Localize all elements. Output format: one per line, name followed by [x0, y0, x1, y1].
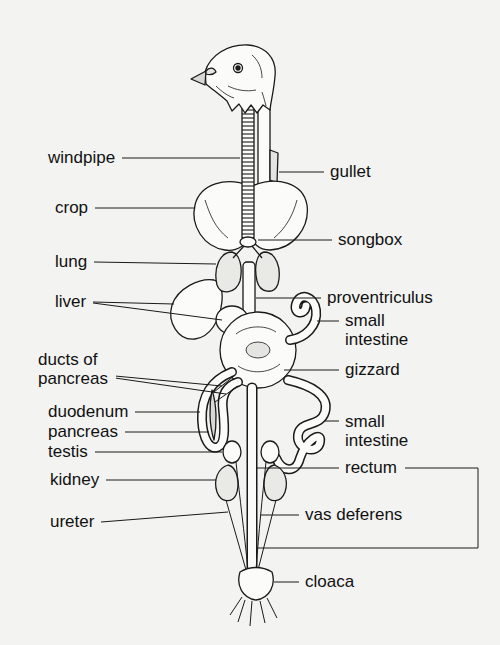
pigeon-head	[236, 66, 240, 70]
part-label: kidney	[50, 470, 99, 490]
crop-sac	[205, 200, 228, 238]
part-label: gizzard	[345, 360, 400, 380]
liver-lobes	[171, 280, 222, 339]
kidney-pair	[216, 465, 238, 501]
leader-lines	[284, 370, 339, 371]
crop-sac	[274, 200, 297, 238]
part-label: duodenum	[48, 402, 128, 422]
intestine-loops	[247, 388, 258, 568]
lung-lobes	[256, 252, 280, 291]
leader-lines	[135, 412, 200, 413]
pigeon-head	[191, 45, 275, 113]
gizzard	[246, 342, 270, 358]
leader-lines	[257, 468, 478, 548]
gullet-tube	[258, 100, 278, 188]
part-label: small intestine	[345, 412, 425, 450]
leader-lines	[115, 376, 226, 394]
leader-lines	[122, 158, 240, 159]
part-label: songbox	[338, 230, 402, 250]
gizzard	[236, 327, 280, 372]
pigeon-head	[191, 71, 206, 85]
intestine-loops	[290, 297, 316, 340]
leader-lines	[325, 421, 339, 422]
part-label: pancreas	[48, 422, 118, 442]
lung-lobes	[216, 252, 279, 292]
leader-lines	[101, 512, 228, 522]
leader-lines	[317, 321, 339, 322]
pigeon-head	[216, 55, 266, 106]
part-label: windpipe	[48, 148, 115, 168]
part-label: crop	[55, 198, 88, 218]
part-label: liver	[55, 292, 86, 312]
leader-lines	[257, 468, 339, 469]
pigeon-head	[234, 64, 243, 73]
leader-lines	[279, 172, 324, 173]
leader-lines	[258, 240, 332, 241]
intestine-loops	[202, 297, 326, 568]
windpipe-tube	[233, 246, 262, 258]
bird-anatomy	[171, 45, 326, 626]
part-label: ureter	[50, 512, 94, 532]
kidney-pair	[216, 465, 287, 501]
intestine-loops	[276, 380, 326, 469]
intestine-loops	[276, 380, 326, 469]
part-label: gullet	[330, 162, 371, 182]
part-label: small intestine	[345, 311, 425, 349]
kidney-pair	[264, 465, 286, 501]
ducts	[226, 462, 276, 570]
cloaca	[230, 597, 277, 626]
windpipe-tube	[242, 104, 254, 238]
lung-lobes	[216, 252, 241, 292]
gullet-tube	[270, 150, 278, 183]
leader-lines	[93, 302, 222, 320]
leader-lines	[256, 298, 321, 299]
intestine-loops	[248, 388, 256, 568]
windpipe-tube	[240, 237, 256, 247]
leader-lines	[93, 158, 478, 582]
part-label: ducts of pancreas	[38, 350, 116, 388]
leader-lines	[125, 432, 209, 433]
leader-lines	[95, 208, 194, 209]
gullet-tube	[258, 100, 270, 188]
leader-lines	[94, 262, 216, 264]
part-label: proventriculus	[327, 288, 433, 308]
leader-lines	[106, 480, 216, 481]
pancreas	[210, 390, 216, 440]
ducts	[226, 500, 276, 570]
pancreas	[214, 376, 238, 402]
cloaca	[230, 568, 277, 627]
part-label: cloaca	[305, 572, 354, 592]
ducts	[236, 462, 266, 570]
windpipe-tube	[233, 104, 262, 258]
leader-lines	[95, 452, 222, 453]
intestine-loops	[290, 297, 316, 340]
testis-pair	[223, 441, 241, 463]
cloaca	[239, 568, 273, 601]
leader-lines	[274, 582, 299, 583]
intestine-loops	[202, 372, 238, 448]
intestine-loops	[202, 372, 238, 448]
part-label: rectum	[345, 458, 397, 478]
pigeon-head	[206, 68, 216, 74]
part-label: testis	[48, 442, 88, 462]
leader-lines	[260, 515, 299, 516]
pigeon-head	[205, 45, 275, 113]
part-label: vas deferens	[305, 505, 402, 525]
testis-pair	[223, 441, 279, 463]
part-label: lung	[55, 252, 87, 272]
testis-pair	[261, 441, 279, 463]
